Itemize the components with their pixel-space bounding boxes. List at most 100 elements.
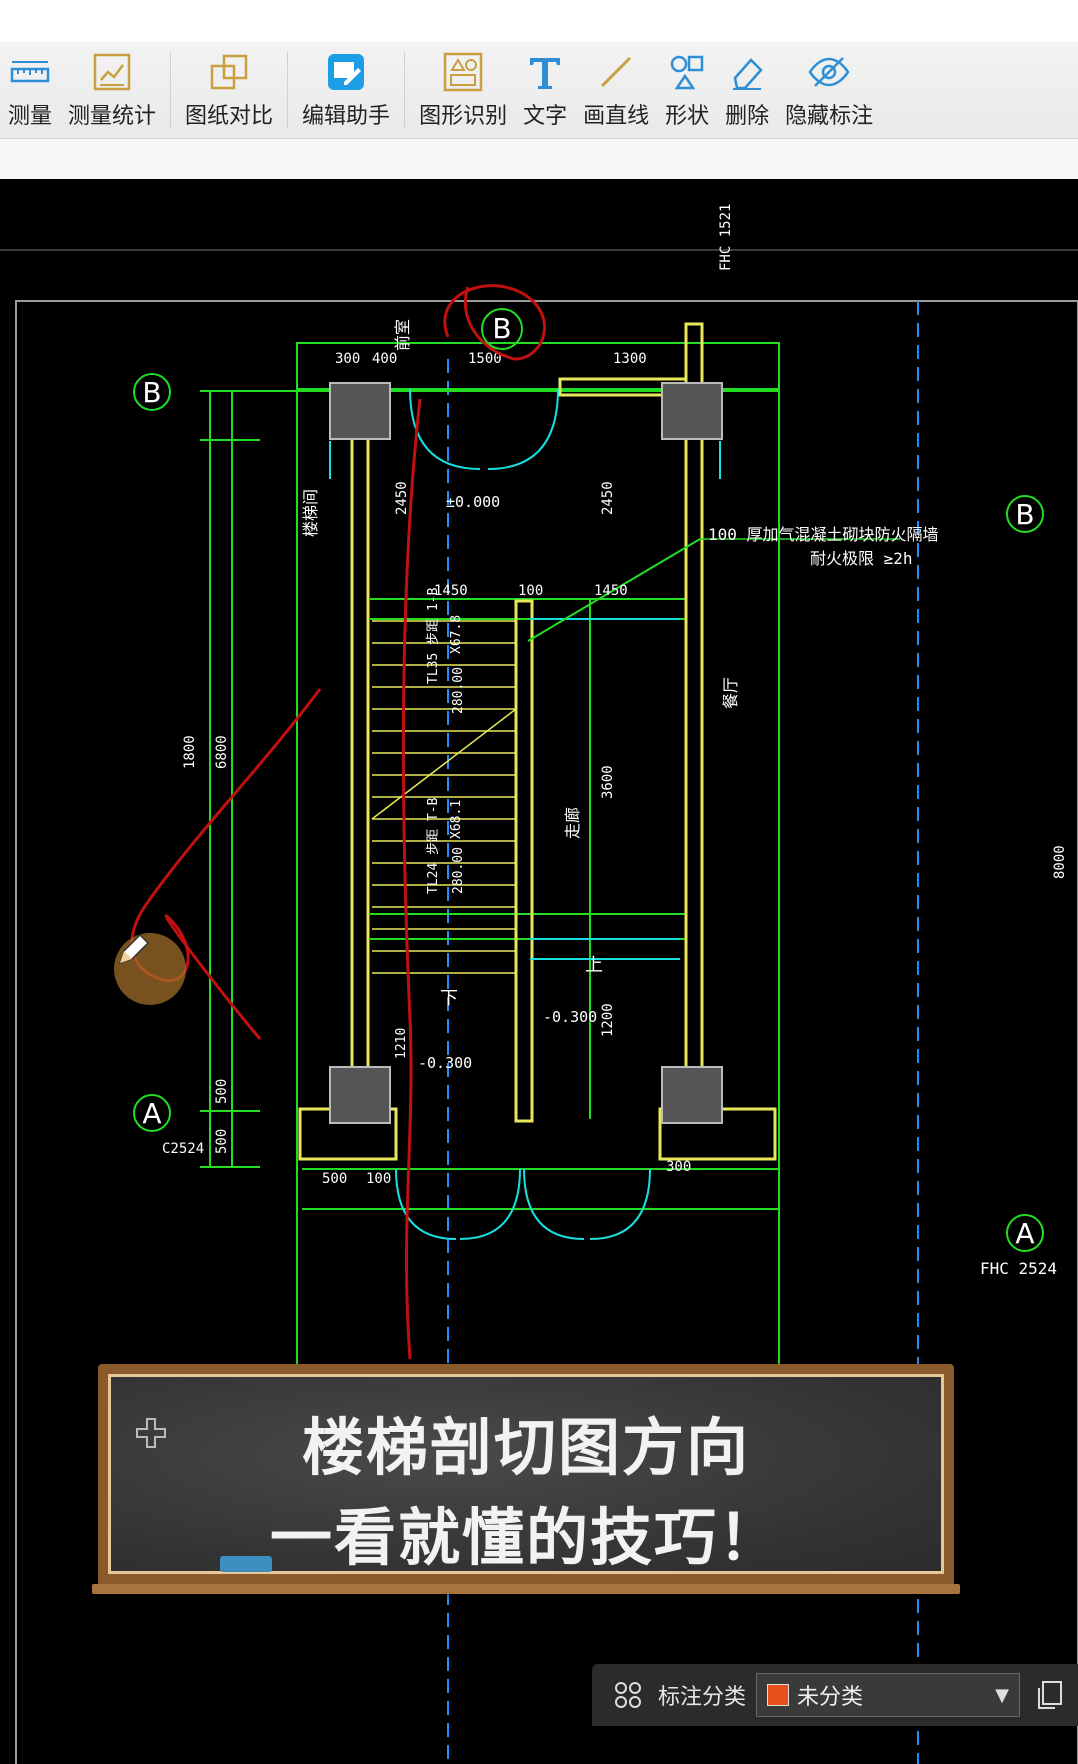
category-color-swatch	[767, 1684, 790, 1706]
shapes-icon	[665, 50, 709, 94]
text-icon	[523, 50, 567, 94]
stair-upper-label-c: 280.00	[451, 667, 466, 714]
tool-measure-stats-label: 测量统计	[68, 104, 157, 129]
room-label-left: 楼梯间	[301, 489, 320, 537]
room-label-right: 餐厅	[721, 677, 740, 709]
section-mark-top-text: B	[492, 312, 511, 345]
eraser-icon	[725, 50, 769, 94]
tool-ribbon: 测量 测量统计 图纸对比 编辑助手 图形识别 文字 画直线	[0, 42, 1078, 139]
tool-shapes[interactable]: 形状	[657, 42, 717, 138]
sheet-frame	[15, 300, 1078, 1764]
grid-bubble-a-left	[133, 1094, 171, 1132]
tool-compare[interactable]: 图纸对比	[177, 42, 281, 138]
toolbar-divider	[404, 52, 406, 128]
dim-300: 300	[335, 351, 360, 367]
dim-2450-b: 2450	[600, 481, 616, 515]
toolbar-divider	[170, 52, 172, 128]
dim-3600: 3600	[600, 765, 616, 799]
elev-000: ±0.000	[446, 493, 500, 511]
grid-bubble-b-left-text: B	[142, 376, 161, 409]
blackboard-ledge	[92, 1584, 960, 1594]
eye-hide-icon	[807, 50, 851, 94]
stair-treads	[371, 620, 517, 974]
dim-1450-b: 1450	[594, 583, 628, 599]
dim-100-b: 100	[366, 1171, 391, 1187]
label-down: 下	[440, 988, 458, 1009]
ref-fhc-bottom: FHC 2524	[980, 1259, 1057, 1278]
stair-lower-label-b: X68.1	[449, 800, 464, 839]
shape-recognize-icon	[441, 50, 485, 94]
dim-2450-a: 2450	[394, 481, 410, 515]
door-swings	[329, 388, 721, 1240]
leader-line	[527, 538, 701, 642]
tool-compare-label: 图纸对比	[185, 104, 274, 129]
grid-bubble-b-left	[133, 373, 171, 411]
category-select-value: 未分类	[797, 1685, 864, 1710]
dim-500-c: 500	[322, 1171, 347, 1187]
tool-shape-recognize-label: 图形识别	[419, 104, 508, 129]
dim-500-b: 500	[214, 1129, 230, 1154]
line-icon	[594, 50, 638, 94]
tool-shapes-label: 形状	[665, 104, 710, 129]
room-label-mid: 走廊	[563, 807, 582, 839]
dim-1450-a: 1450	[434, 583, 468, 599]
tool-text-label: 文字	[523, 104, 568, 129]
dim-400: 400	[372, 351, 397, 367]
stair-lower-label-a: TL24 步距 T-B	[426, 797, 441, 894]
ruler-icon	[8, 50, 52, 94]
stair-lower-label-c: 280.00	[451, 847, 466, 894]
pen-cursor-indicator	[114, 933, 186, 1005]
grid-bubble-a-left-text: A	[142, 1097, 161, 1130]
pencil-icon	[118, 933, 150, 965]
dim-1800: 1800	[182, 735, 198, 769]
tool-edit-assistant-label: 编辑助手	[302, 104, 391, 129]
dim-300-b: 300	[666, 1159, 691, 1175]
tool-edit-assistant[interactable]: 编辑助手	[294, 42, 398, 138]
title-blackboard-overlay: 楼梯剖切图方向 一看就懂的技巧！	[92, 1364, 960, 1594]
window-top-strip	[0, 0, 1078, 42]
left-mark: 前室	[393, 319, 412, 351]
chalk-eraser	[220, 1556, 272, 1572]
tool-line[interactable]: 画直线	[575, 42, 657, 138]
elev-m300-a: -0.300	[543, 1008, 597, 1026]
wall-hatch	[298, 322, 777, 1161]
wall-note-line-2: 耐火极限 ≥2h	[810, 549, 913, 568]
tool-shape-recognize[interactable]: 图形识别	[411, 42, 515, 138]
tool-measure-stats[interactable]: 测量统计	[60, 42, 164, 138]
grid-bubble-b-right-text: B	[1015, 498, 1034, 531]
grid-bubble-b-right	[1006, 495, 1044, 533]
category-label: 标注分类	[658, 1685, 747, 1710]
dim-1500: 1500	[468, 351, 502, 367]
overlay-title-line-1: 楼梯剖切图方向	[301, 1411, 750, 1484]
ref-c2524: C2524	[162, 1141, 204, 1157]
grid-menu-button[interactable]	[604, 1671, 652, 1719]
tool-delete[interactable]: 删除	[717, 42, 777, 138]
stair-upper-label-a: TL35 步距 1-B	[426, 587, 441, 684]
cad-edit-icon	[324, 50, 368, 94]
label-up: 上	[585, 955, 603, 976]
dim-100: 100	[518, 583, 543, 599]
grid-bubble-a-right-text: A	[1015, 1217, 1034, 1250]
export-button[interactable]	[1032, 1673, 1068, 1717]
dim-6800: 6800	[214, 735, 230, 769]
elev-m300-b: -0.300	[418, 1054, 472, 1072]
stair-upper-label-b: X67.8	[449, 615, 464, 654]
tool-delete-label: 删除	[725, 104, 770, 129]
annotation-category-bar: 标注分类 未分类 ▼	[592, 1664, 1078, 1726]
export-icon	[1038, 1681, 1063, 1709]
red-pen-strokes	[130, 284, 551, 1536]
overlay-title-line-2: 一看就懂的技巧！	[269, 1501, 782, 1574]
category-select[interactable]: 未分类 ▼	[756, 1673, 1021, 1717]
tool-hide-annotations-label: 隐藏标注	[785, 104, 874, 129]
chevron-down-icon: ▼	[995, 1684, 1010, 1706]
wall-note-line-1: 100 厚加气混凝土砌块防火隔墙	[708, 525, 939, 544]
toolbar-substrip	[0, 139, 1078, 179]
tool-measure[interactable]: 测量	[0, 42, 60, 138]
structural-columns	[329, 382, 723, 1124]
tool-hide-annotations[interactable]: 隐藏标注	[777, 42, 881, 138]
dim-8000: 8000	[1052, 845, 1068, 879]
dim-1200: 1200	[600, 1003, 616, 1037]
tool-measure-label: 测量	[8, 104, 53, 129]
tool-text[interactable]: 文字	[515, 42, 575, 138]
plus-outline-icon	[135, 1417, 167, 1453]
